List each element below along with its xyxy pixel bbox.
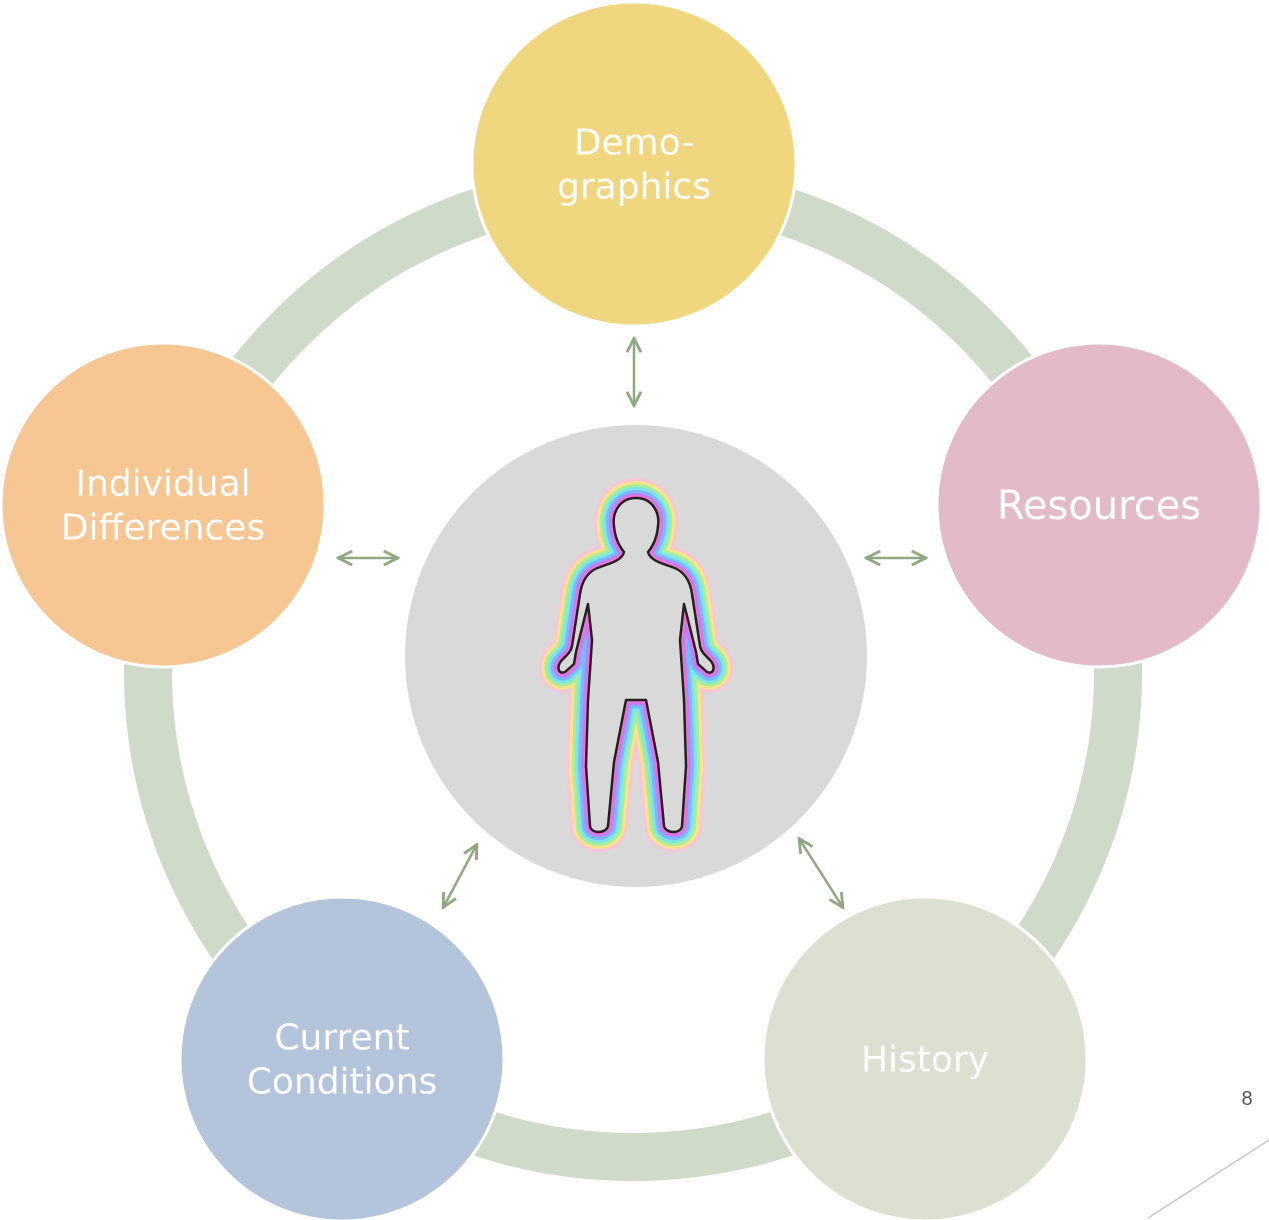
node-label-individual-differences: Differences xyxy=(61,508,265,549)
human-body-aura-icon xyxy=(538,478,734,852)
node-circle-individual-differences xyxy=(0,341,327,669)
slide-number: 8 xyxy=(1241,1088,1253,1110)
body-outline xyxy=(557,496,715,834)
node-label-demographics: graphics xyxy=(557,167,711,208)
node-label-resources: Resources xyxy=(997,483,1201,529)
node-circle-resources xyxy=(935,341,1263,669)
node-circle-current-conditions xyxy=(178,895,506,1220)
node-label-current-conditions: Conditions xyxy=(247,1062,438,1103)
node-label-current-conditions: Current xyxy=(274,1018,409,1059)
node-label-individual-differences: Individual xyxy=(75,464,250,505)
arrows xyxy=(340,340,924,906)
arrow-current-conditions xyxy=(444,846,476,906)
arrow-history xyxy=(800,840,842,906)
node-demographics: Demo-graphics xyxy=(470,0,798,328)
node-label-history: History xyxy=(861,1040,989,1081)
corner-accent-line xyxy=(1147,1139,1269,1219)
node-resources: Resources xyxy=(935,341,1263,669)
node-history: History xyxy=(761,895,1089,1220)
node-circle-demographics xyxy=(470,0,798,328)
node-circle-history xyxy=(761,895,1089,1220)
node-label-demographics: Demo- xyxy=(574,123,695,164)
